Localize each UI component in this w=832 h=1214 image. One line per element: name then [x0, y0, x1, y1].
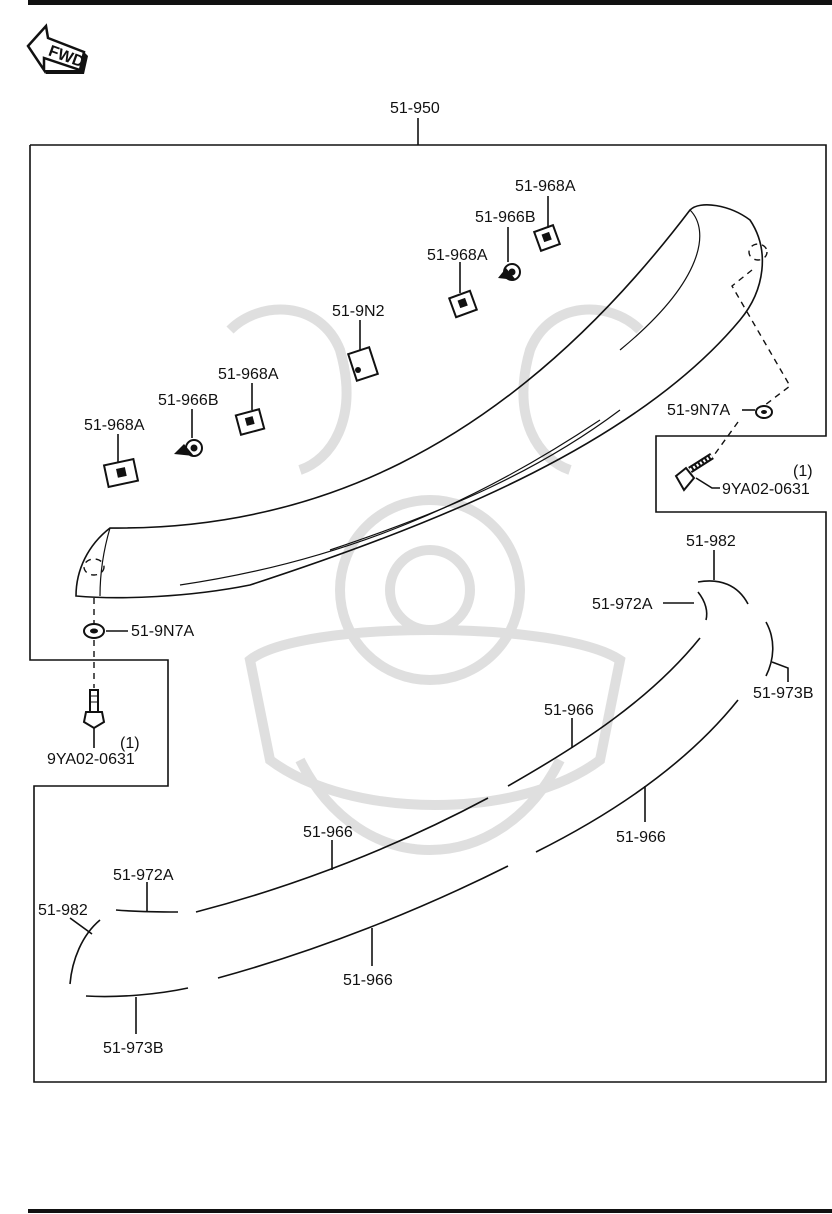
label-bolt-left-qty: (1) — [120, 735, 140, 752]
label-strip-966-upper-left: 51-966 — [303, 824, 353, 841]
label-end-982-right: 51-982 — [686, 533, 736, 550]
clip-968a-left2-icon — [234, 408, 266, 436]
nut-966b-top-icon — [498, 263, 521, 281]
label-bolt-left: 9YA02-0631 — [47, 751, 135, 768]
top-rule — [28, 0, 832, 5]
label-trim-973b-left: 51-973B — [103, 1040, 164, 1057]
label-washer-left: 51-9N7A — [131, 623, 194, 640]
bottom-rule — [28, 1209, 832, 1213]
label-strip-966-lower-left: 51-966 — [343, 972, 393, 989]
label-strip-966-lower-right: 51-966 — [616, 829, 666, 846]
label-strip-966-upper-right: 51-966 — [544, 702, 594, 719]
label-bolt-right-qty: (1) — [793, 463, 813, 480]
watermark — [226, 304, 644, 855]
label-trim-972a-left: 51-972A — [113, 867, 174, 884]
washer-left-icon — [83, 623, 105, 639]
assembly-part-number: 51-950 — [390, 100, 440, 117]
bolt-left-icon — [82, 689, 106, 730]
label-nut-966b-left: 51-966B — [158, 392, 219, 409]
bracket-9n2-icon — [346, 346, 380, 382]
bolt-right-icon — [674, 453, 714, 492]
label-clip-968a-top: 51-968A — [515, 178, 576, 195]
label-clip-968a-left2: 51-968A — [218, 366, 279, 383]
label-washer-right: 51-9N7A — [667, 402, 730, 419]
rear-spoiler — [75, 204, 768, 599]
nut-966b-left-icon — [174, 439, 203, 457]
label-nut-966b-top: 51-966B — [475, 209, 536, 226]
label-bracket-9n2: 51-9N2 — [332, 303, 385, 320]
label-trim-972a-right: 51-972A — [592, 596, 653, 613]
label-end-982-left: 51-982 — [38, 902, 88, 919]
clip-968a-top-icon — [532, 223, 562, 253]
label-clip-968a-left: 51-968A — [84, 417, 145, 434]
clip-968a-left-icon — [102, 457, 140, 489]
label-clip-968a-mid: 51-968A — [427, 247, 488, 264]
fwd-label: FWD — [46, 43, 86, 71]
label-trim-973b-right: 51-973B — [753, 685, 814, 702]
washer-right-icon — [755, 405, 773, 419]
fwd-arrow-icon: FWD — [26, 23, 88, 75]
label-bolt-right: 9YA02-0631 — [722, 481, 810, 498]
clip-968a-mid-icon — [447, 289, 479, 319]
trim-strips — [69, 580, 774, 998]
assembly-frame — [29, 144, 827, 1083]
